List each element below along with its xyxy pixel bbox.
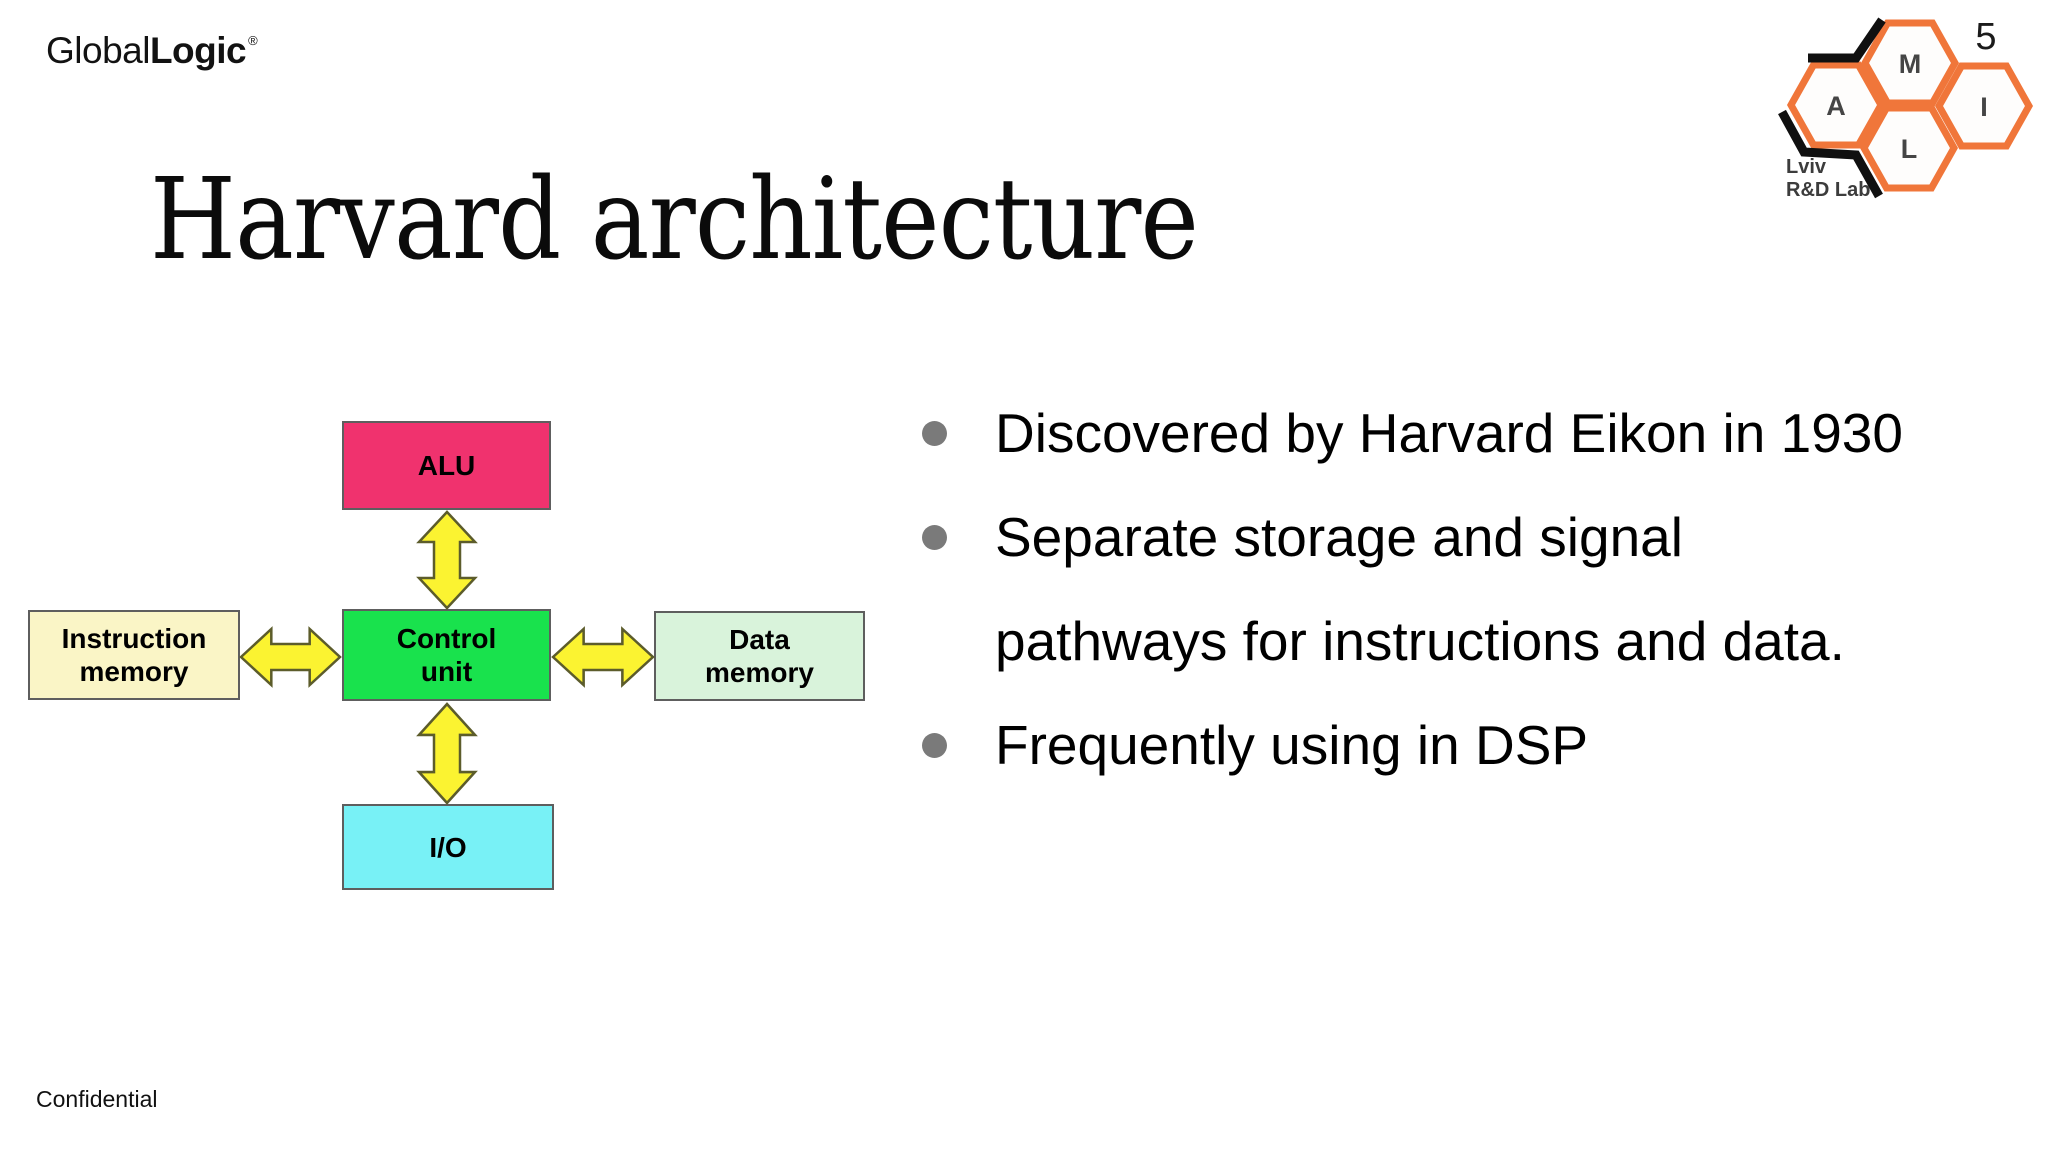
diagram-box-data-memory: Data memory (654, 611, 865, 701)
arrow-alu-control-icon (416, 510, 478, 610)
diagram-box-instruction-memory: Instruction memory (28, 610, 240, 700)
arrow-instruction-control-icon (239, 626, 342, 688)
io-label: I/O (429, 831, 467, 863)
hexagon-i-shape (1934, 62, 2034, 150)
confidential-label: Confidential (36, 1086, 158, 1112)
bullet-dot-icon (922, 420, 947, 446)
logo-bottom-mark (1778, 109, 1883, 199)
logo-top-mark (1808, 17, 1886, 63)
lab-caption-line1: Lviv (1786, 156, 1827, 178)
hexagon-l-shape (1859, 104, 1959, 192)
bullet-text: pathways for instructions and data. (995, 610, 1845, 672)
diagram-box-io: I/O (342, 804, 554, 890)
data-memory-label-line2: memory (705, 657, 814, 688)
list-item: Discovered by Harvard Eikon in 1930 (920, 381, 2010, 485)
hexagon-m-shape (1860, 19, 1960, 107)
hex-letter-m: M (1899, 49, 1922, 79)
globallogic-logo: GlobalLogic® (46, 30, 258, 72)
bullet-text: Separate storage and signal (995, 506, 1683, 568)
hex-letter-a: A (1826, 91, 1846, 121)
registered-trademark-icon: ® (248, 33, 258, 48)
lab-caption-line2: R&D Lab (1786, 179, 1871, 201)
hexagon-logo-graphic: M A I L (1778, 17, 2034, 199)
arrow-control-io-icon (416, 702, 478, 805)
bullet-text: Frequently using in DSP (995, 714, 1589, 776)
hex-letter-i: I (1980, 92, 1988, 122)
page-title: Harvard architecture (150, 155, 1199, 285)
diagram-box-alu: ALU (342, 421, 551, 510)
hexagon-a-shape (1786, 61, 1886, 149)
brand-name-light: Global (46, 30, 150, 71)
page-number: 5 (1975, 16, 1997, 58)
instruction-memory-label-line2: memory (79, 656, 189, 687)
list-item-continuation: pathways for instructions and data. (920, 589, 2010, 693)
instruction-memory-label-line1: Instruction (61, 623, 207, 654)
control-unit-label-line2: unit (420, 656, 473, 687)
control-unit-label-line1: Control (396, 623, 497, 654)
alu-label: ALU (417, 450, 476, 481)
list-item: Separate storage and signal (920, 485, 2010, 589)
bullet-dot-icon (922, 524, 947, 550)
bullet-text: Discovered by Harvard Eikon in 1930 (995, 402, 1903, 464)
data-memory-label-line1: Data (729, 624, 790, 655)
diagram-box-control-unit: Control unit (342, 609, 551, 701)
lab-caption: Lviv R&D Lab (1786, 156, 1870, 202)
arrow-control-data-icon (551, 626, 655, 688)
hex-letter-l: L (1901, 134, 1918, 164)
brand-name-bold: Logic (149, 30, 247, 71)
lviv-lab-hexagon-logo: M A I L (1775, 5, 2045, 220)
list-item: Frequently using in DSP (920, 693, 2010, 797)
bullet-dot-icon (922, 732, 947, 758)
harvard-architecture-diagram: ALU Instruction memory Control unit Data… (0, 0, 920, 940)
bullet-list: Discovered by Harvard Eikon in 1930 Sepa… (920, 381, 2010, 797)
